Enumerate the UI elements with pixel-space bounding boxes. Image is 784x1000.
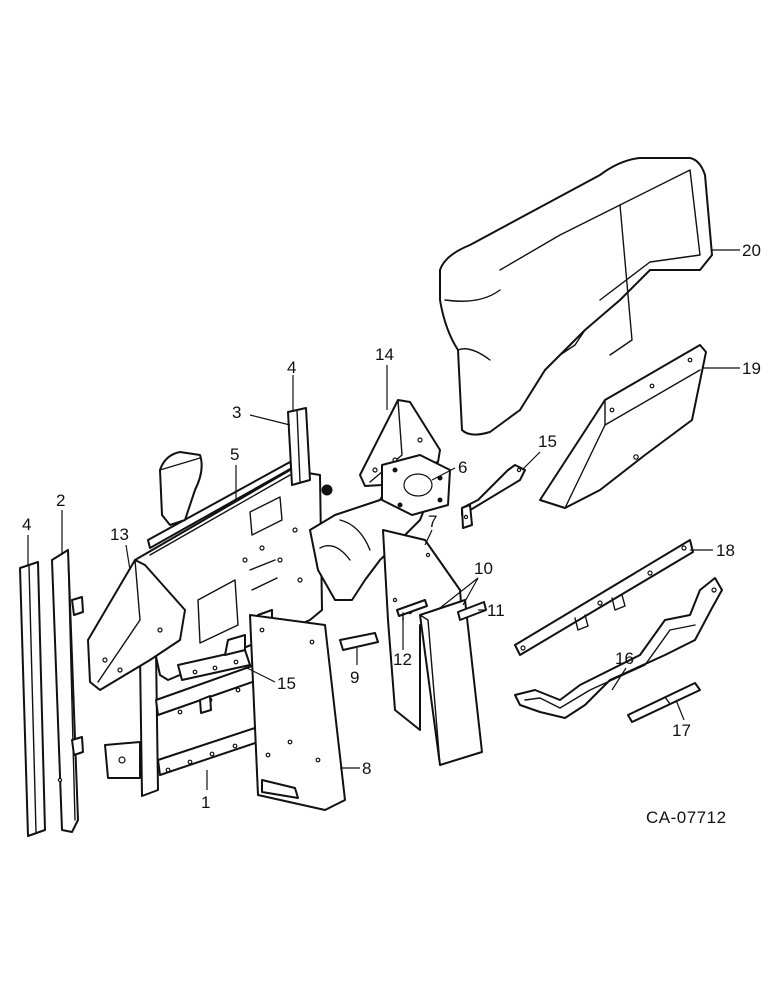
leader-16 — [611, 667, 627, 691]
part-16-lower-bracket — [514, 577, 723, 719]
callout-6: 6 — [458, 458, 467, 477]
callout-3: 3 — [232, 403, 241, 422]
leader-6 — [431, 467, 456, 481]
part-4-angle-rail-left — [19, 561, 46, 837]
leader-7 — [424, 529, 433, 546]
callout-17: 17 — [672, 721, 691, 740]
callout-4-lower: 4 — [22, 515, 31, 534]
part-6-column-housing — [309, 454, 451, 601]
callout-20: 20 — [742, 241, 761, 260]
callout-8: 8 — [362, 759, 371, 778]
callout-15-lower: 15 — [277, 674, 296, 693]
part-10-slanted-panel — [419, 599, 483, 766]
leader-10a — [439, 577, 479, 609]
leader-13 — [125, 544, 131, 571]
callout-14: 14 — [375, 345, 394, 364]
part-3-4-vertical-channel — [287, 407, 311, 486]
callout-2: 2 — [56, 491, 65, 510]
callout-5: 5 — [230, 445, 239, 464]
callout-11: 11 — [487, 601, 505, 620]
callout-9: 9 — [350, 668, 359, 687]
part-18-cross-rail — [514, 539, 694, 656]
part-7-cover-panel — [382, 529, 463, 731]
upper-duct — [159, 451, 203, 526]
callout-16: 16 — [615, 649, 634, 668]
leader-3 — [249, 414, 291, 426]
callout-labels: 20 19 18 16 17 15 14 6 7 10 11 12 9 8 1 … — [22, 241, 761, 812]
part-15-bracket-upper — [461, 464, 526, 529]
callout-13: 13 — [110, 525, 129, 544]
part-8-lower-side-panel — [249, 614, 346, 811]
part-11-strip — [457, 601, 487, 621]
callout-19: 19 — [742, 359, 761, 378]
leader-15-lower — [244, 666, 276, 683]
part-2-upright-rail — [51, 549, 84, 833]
part-15-bracket-lower — [177, 634, 251, 681]
callout-18: 18 — [716, 541, 735, 560]
leader-15-upper — [521, 451, 541, 471]
callout-12: 12 — [393, 650, 412, 669]
leader-10b — [462, 577, 479, 606]
callout-15-upper: 15 — [538, 432, 557, 451]
figure-reference-code: CA-07712 — [646, 808, 727, 827]
callout-1: 1 — [201, 793, 210, 812]
callout-4-upper: 4 — [287, 358, 296, 377]
part-17-rod — [627, 682, 701, 723]
callout-10: 10 — [474, 559, 493, 578]
leader-17 — [675, 699, 685, 721]
part-13-corner-bracket — [87, 559, 186, 691]
part-19-side-panel — [539, 344, 707, 509]
part-9-small-plate — [339, 632, 379, 651]
leader-lines — [27, 249, 740, 790]
callout-7: 7 — [428, 512, 437, 531]
part-20-hood-shell — [439, 157, 713, 436]
